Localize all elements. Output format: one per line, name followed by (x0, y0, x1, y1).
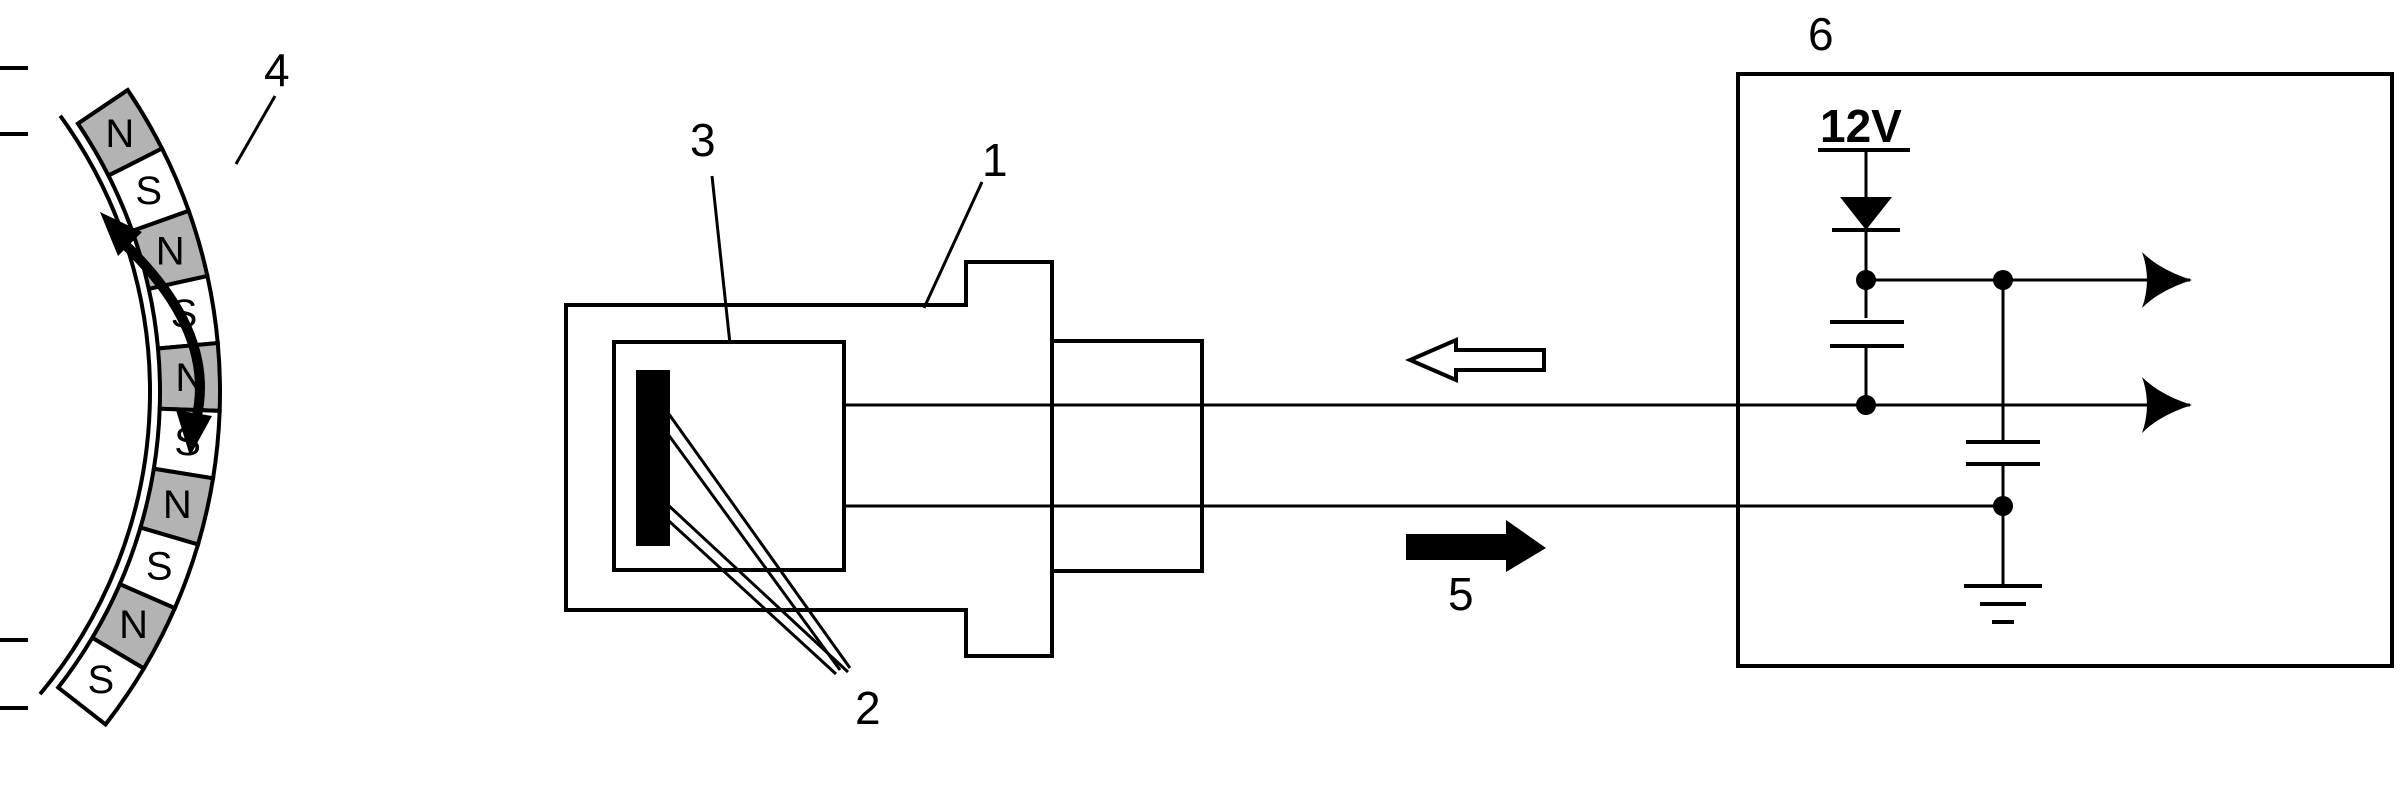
diode-symbol (1840, 197, 1892, 230)
label-housing: 1 (982, 134, 1008, 186)
ring-pole-label: N (105, 112, 134, 156)
ring-continuation-lines (0, 66, 28, 710)
ring-pole-label: N (156, 229, 185, 273)
supply-voltage-label: 12V (1820, 100, 1902, 152)
ring-inner-arc (38, 114, 152, 696)
junction-dot-3 (1856, 395, 1876, 415)
leader-line-3 (710, 175, 732, 345)
ring-pole-label: S (87, 658, 114, 702)
output-arrowhead-2 (2142, 377, 2192, 433)
output-arrowhead-1 (2142, 252, 2192, 308)
magnetic-ring: NSNSNSNSNS (38, 87, 222, 728)
hall-element-top (636, 370, 670, 472)
leader-2b-2 (652, 490, 850, 674)
leader-lines-2 (644, 395, 852, 676)
rotation-arrowhead-top (100, 212, 142, 256)
rotation-arrow (100, 212, 212, 456)
control-circuit (1830, 150, 2190, 624)
leader-line-1 (922, 181, 984, 309)
label-sensor-chip: 3 (690, 114, 716, 166)
label-magnetic-ring: 4 (264, 44, 290, 96)
leader-line-4 (234, 95, 277, 165)
ring-pole-label: S (135, 169, 162, 213)
sensor-housing (564, 260, 1204, 658)
label-hall-elements: 2 (855, 682, 881, 734)
junction-dot-1 (1856, 270, 1876, 290)
rotation-arrowhead-bottom (176, 410, 212, 456)
leader-2a-2 (654, 395, 852, 669)
ring-segment-s (55, 635, 147, 728)
housing-connector (1050, 339, 1204, 573)
label-signal-direction: 5 (1448, 568, 1474, 620)
ring-pole-label: N (163, 483, 192, 527)
control-unit-box (1736, 72, 2394, 668)
leader-2b-1 (644, 498, 838, 676)
signal-direction-arrow (1406, 520, 1546, 572)
ring-pole-label: S (146, 544, 173, 588)
signal-wires (844, 403, 2190, 508)
rotation-arc (114, 234, 205, 422)
junction-dots (1856, 270, 2013, 516)
housing-body (564, 260, 1054, 658)
junction-dot-2 (1993, 270, 2013, 290)
leader-2a-1 (644, 403, 842, 671)
ring-pole-label: N (119, 603, 148, 647)
label-control-unit: 6 (1808, 8, 1834, 60)
current-arrow-hollow (1404, 336, 1546, 384)
hall-elements (636, 370, 670, 546)
junction-dot-4 (1993, 496, 2013, 516)
